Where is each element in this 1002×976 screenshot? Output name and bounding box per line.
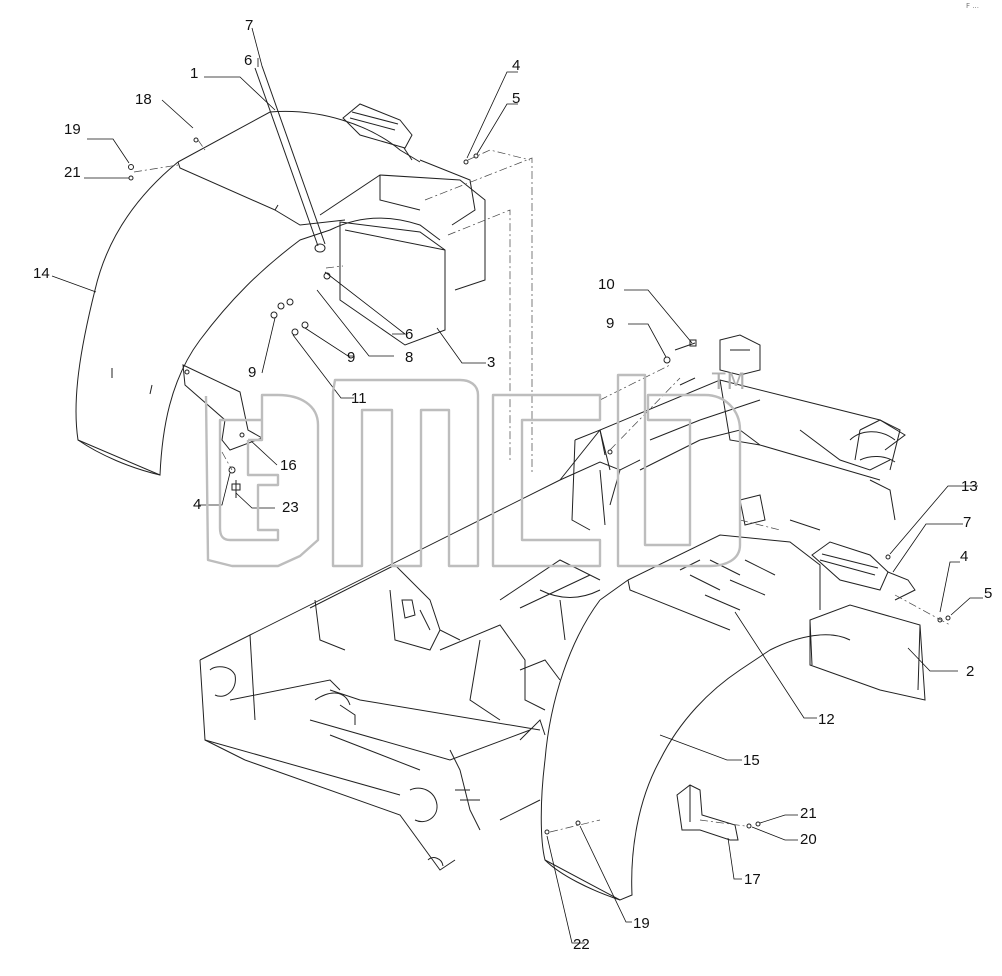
corner-mark: F ...	[966, 2, 979, 10]
callout-12: 12	[818, 711, 835, 728]
callout-3: 3	[487, 354, 496, 371]
callout-1: 1	[190, 65, 199, 82]
callout-10: 10	[598, 276, 615, 293]
callout-6-mid: 6	[405, 326, 414, 343]
callout-7-right: 7	[963, 514, 972, 531]
callout-19-left: 19	[64, 121, 81, 138]
callout-7-top: 7	[245, 17, 254, 34]
callout-22: 22	[573, 936, 590, 953]
callout-17: 17	[744, 871, 761, 888]
callout-9-right: 9	[606, 315, 615, 332]
callout-4-right: 4	[960, 548, 969, 565]
callout-21-right: 21	[800, 805, 817, 822]
callout-19-bottom: 19	[633, 915, 650, 932]
callout-18: 18	[135, 91, 152, 108]
watermark-trademark: TM	[712, 370, 747, 395]
callout-6-top: 6	[244, 52, 253, 69]
callout-11: 11	[351, 390, 367, 407]
callout-9-left: 9	[248, 364, 257, 381]
callout-4-top: 4	[512, 57, 521, 74]
callout-13: 13	[961, 478, 978, 495]
callout-21-left: 21	[64, 164, 81, 181]
right-fender-plate	[627, 534, 821, 610]
callout-20: 20	[800, 831, 817, 848]
callout-9-mid: 9	[347, 349, 356, 366]
callout-5-right: 5	[984, 585, 993, 602]
callout-5-top: 5	[512, 90, 521, 107]
chassis-outline	[199, 459, 641, 661]
callout-2: 2	[966, 663, 975, 680]
callout-8: 8	[405, 349, 414, 366]
callout-14: 14	[33, 265, 50, 282]
callout-4-left: 4	[193, 496, 202, 513]
watermark-logo	[204, 373, 742, 568]
left-fender-outline	[75, 161, 441, 476]
callout-16: 16	[280, 457, 297, 474]
callout-15: 15	[743, 752, 760, 769]
callout-23: 23	[282, 499, 299, 516]
